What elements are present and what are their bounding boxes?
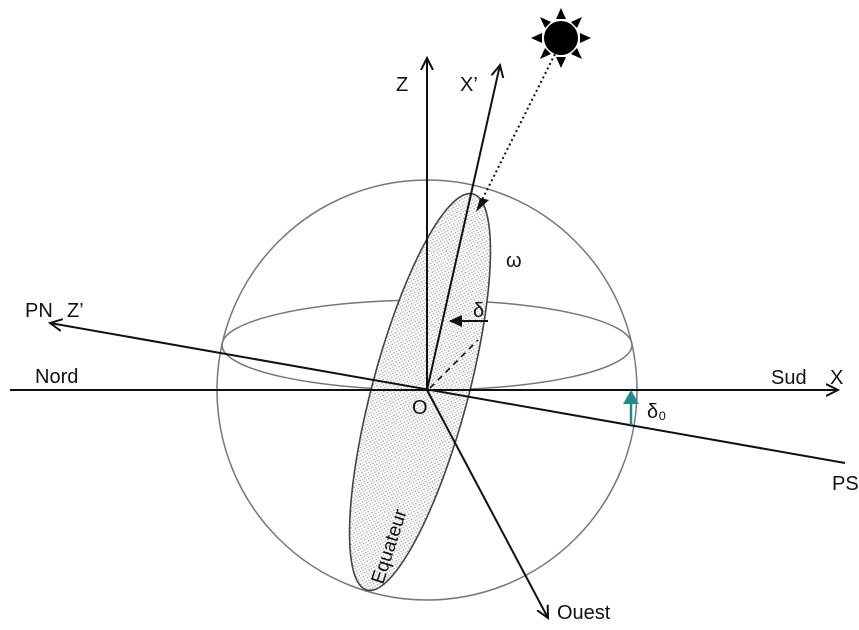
ouest-axis: [426, 389, 548, 618]
label-omega: ω: [506, 250, 522, 272]
label-delta: δ: [473, 300, 484, 322]
label-ouest: Ouest: [557, 602, 611, 624]
label-origin: O: [412, 397, 428, 419]
equator-plane: [348, 192, 492, 592]
sun-ray: [477, 51, 557, 209]
label-delta-zero: δ₀: [647, 401, 666, 423]
label-z-prime: Z’: [67, 300, 84, 322]
dashed-projection: [429, 339, 479, 389]
label-x: X: [830, 367, 843, 389]
x-prime-axis: [426, 65, 500, 391]
label-x-prime: X’: [460, 74, 478, 96]
delta-zero-arrowhead: [623, 390, 639, 404]
label-z: Z: [396, 74, 408, 96]
label-pn: PN: [25, 300, 53, 322]
label-sud: Sud: [771, 367, 807, 389]
pn-ps-axis: [50, 323, 846, 464]
sun-ray-arrowhead: [476, 198, 489, 212]
label-nord: Nord: [35, 366, 78, 388]
sun-icon: [531, 8, 591, 68]
label-ps: PS: [832, 473, 859, 495]
